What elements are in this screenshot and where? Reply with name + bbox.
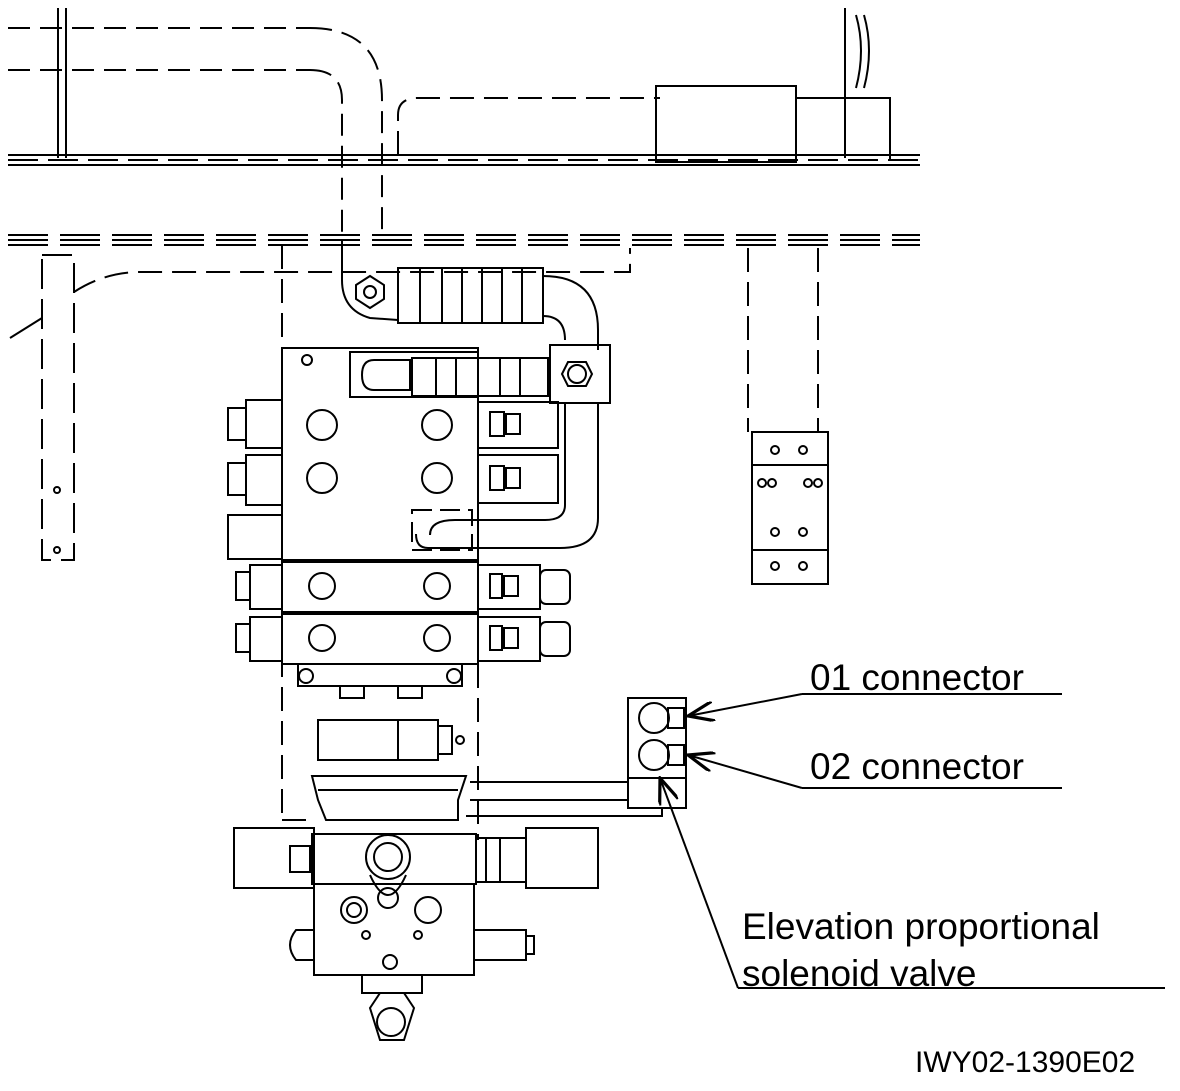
valve-block-upper (227, 347, 559, 561)
callout-leaders (660, 693, 1165, 989)
right-bracket (747, 248, 829, 585)
connector-01-label: 01 connector (810, 657, 1024, 698)
connector-housing (627, 697, 687, 809)
left-bracket (9, 248, 631, 561)
small-solenoid (317, 719, 465, 761)
solenoid-valve-label-line1: Elevation proportional (742, 906, 1100, 947)
figure-code: IWY02-1390E02 (915, 1046, 1136, 1079)
elevation-solenoid-valve (233, 827, 599, 1041)
solenoid-valve-label: Elevation proportional solenoid valve (742, 903, 1100, 997)
solenoid-valve-label-line2: solenoid valve (742, 953, 977, 994)
connector-02-socket (638, 739, 670, 771)
wiring-tray (310, 775, 663, 821)
hose-fittings (341, 240, 611, 551)
connector-02-label: 02 connector (810, 746, 1024, 787)
valve-block-lower (235, 561, 571, 699)
connector-01-socket (638, 702, 670, 734)
assembly-envelope (281, 245, 479, 840)
top-frame (8, 8, 920, 246)
